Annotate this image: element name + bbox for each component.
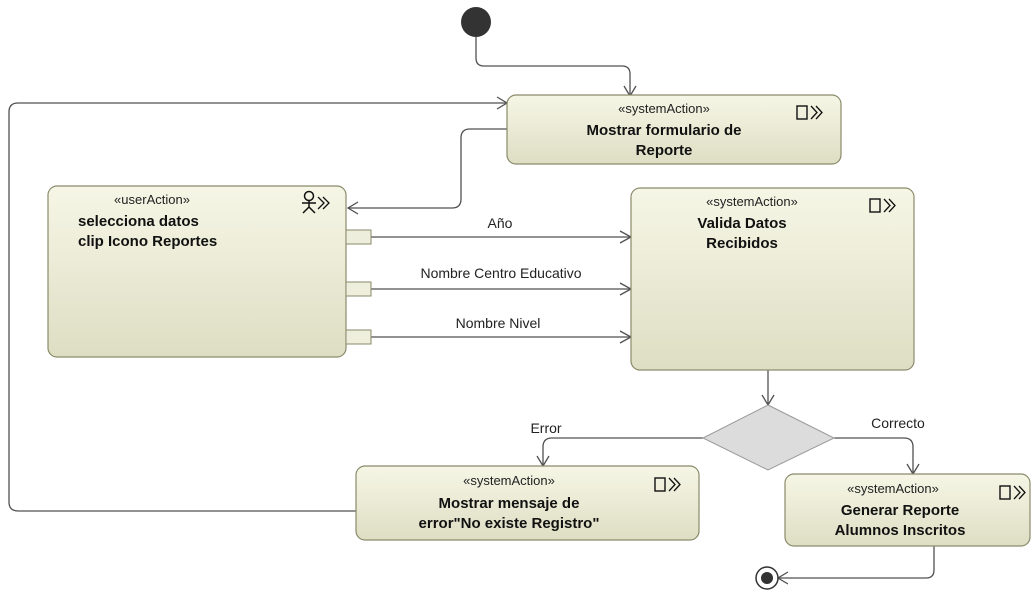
action-title-line: Reporte bbox=[636, 142, 693, 159]
action-generar-reporte[interactable]: «systemAction» Generar Reporte Alumnos I… bbox=[784, 473, 1031, 547]
stereotype-label: «userAction» bbox=[114, 192, 190, 207]
action-valida-datos[interactable]: «systemAction» Valida Datos Recibidos bbox=[630, 187, 915, 371]
edge-label-nivel: Nombre Nivel bbox=[456, 315, 541, 331]
arrowhead bbox=[346, 201, 359, 215]
stereotype-label: «systemAction» bbox=[463, 473, 555, 488]
edge-error-loop bbox=[8, 102, 507, 512]
initial-node[interactable] bbox=[461, 7, 491, 37]
action-title-line: Valida Datos bbox=[697, 215, 786, 232]
action-mostrar-mensaje[interactable]: «systemAction» Mostrar mensaje de error"… bbox=[355, 465, 700, 541]
action-title-line: Generar Reporte bbox=[841, 502, 959, 519]
output-pin bbox=[345, 281, 372, 297]
call-behavior-icon bbox=[999, 485, 1026, 500]
edge-label-correcto: Correcto bbox=[871, 415, 925, 431]
action-title-line: clip Icono Reportes bbox=[78, 233, 217, 250]
edge-label-anio: Año bbox=[488, 215, 513, 231]
edge-correcto bbox=[834, 437, 914, 474]
action-title-line: Alumnos Inscritos bbox=[835, 522, 966, 539]
decision-node[interactable] bbox=[701, 404, 836, 471]
final-node[interactable] bbox=[755, 566, 779, 590]
call-behavior-icon bbox=[869, 198, 896, 213]
action-title-line: error"No existe Registro" bbox=[419, 515, 600, 532]
call-behavior-icon bbox=[796, 105, 823, 120]
edge-initial-to-formulario bbox=[475, 30, 631, 95]
action-title-line: Recibidos bbox=[706, 235, 778, 252]
stereotype-label: «systemAction» bbox=[847, 481, 939, 496]
action-selecciona-datos[interactable]: «userAction» selecciona datos clip Icono… bbox=[47, 185, 372, 358]
actor-icon bbox=[302, 190, 330, 214]
stereotype-label: «systemAction» bbox=[618, 101, 710, 116]
edge-label-centro: Nombre Centro Educativo bbox=[420, 265, 581, 281]
edge-to-final bbox=[778, 546, 935, 579]
stereotype-label: «systemAction» bbox=[706, 194, 798, 209]
action-mostrar-formulario[interactable]: «systemAction» Mostrar formulario de Rep… bbox=[506, 94, 842, 165]
edge-formulario-to-selecciona bbox=[348, 128, 507, 209]
action-title-line: Mostrar mensaje de bbox=[439, 495, 580, 512]
edge-error bbox=[542, 437, 703, 466]
output-pin bbox=[345, 329, 372, 345]
output-pin bbox=[345, 229, 372, 245]
action-title-line: selecciona datos bbox=[78, 213, 199, 230]
call-behavior-icon bbox=[654, 477, 681, 492]
edge-label-error: Error bbox=[530, 420, 561, 436]
action-title-line: Mostrar formulario de bbox=[586, 122, 741, 139]
